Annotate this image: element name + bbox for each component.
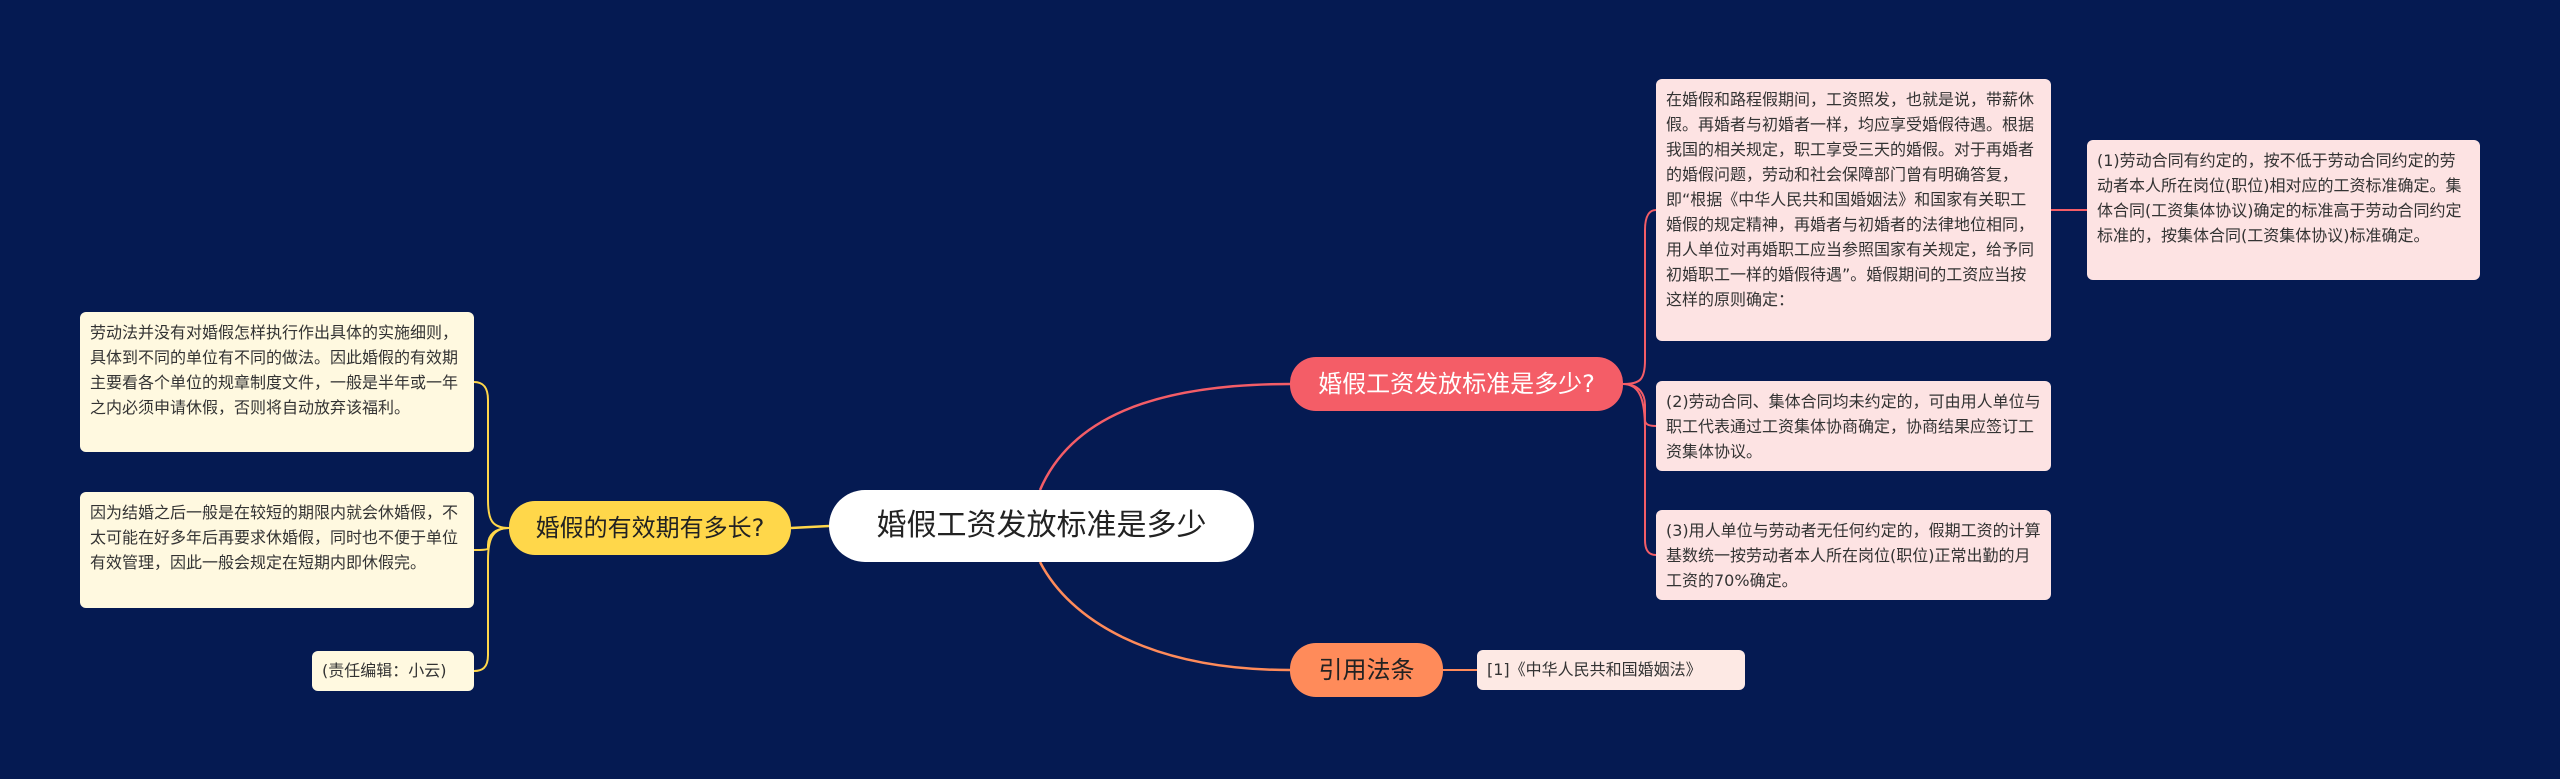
root-topic[interactable]: 婚假工资发放标准是多少: [829, 490, 1254, 562]
branch-standard[interactable]: 婚假工资发放标准是多少?: [1290, 357, 1623, 411]
edge-validity-l3: [473, 527, 510, 672]
editor-credit-card[interactable]: (责任编辑：小云): [312, 651, 474, 691]
edge-standard-r2: [1622, 383, 1657, 427]
edge-standard-bracket: [1622, 209, 1657, 385]
standard-card-intro[interactable]: 在婚假和路程假期间，工资照发，也就是说，带薪休假。再婚者与初婚者一样，均应享受婚…: [1656, 79, 2051, 341]
edge-standard-r3: [1622, 383, 1657, 556]
edge-root-law: [1038, 561, 1291, 672]
standard-card-3[interactable]: (3)用人单位与劳动者无任何约定的，假期工资的计算基数统一按劳动者本人所在岗位(…: [1656, 510, 2051, 600]
validity-card-1[interactable]: 劳动法并没有对婚假怎样执行作出具体的实施细则，具体到不同的单位有不同的做法。因此…: [80, 312, 474, 452]
branch-validity[interactable]: 婚假的有效期有多长?: [509, 501, 791, 555]
law-citation-card[interactable]: [1]《中华人民共和国婚姻法》: [1477, 650, 1745, 690]
validity-card-2[interactable]: 因为结婚之后一般是在较短的期限内就会休婚假，不太可能在好多年后再要求休婚假，同时…: [80, 492, 474, 608]
edge-root-validity: [790, 524, 830, 530]
standard-card-2[interactable]: (2)劳动合同、集体合同均未约定的，可由用人单位与职工代表通过工资集体协商确定，…: [1656, 381, 2051, 471]
edge-root-standard: [1038, 382, 1291, 491]
standard-card-1[interactable]: (1)劳动合同有约定的，按不低于劳动合同约定的劳动者本人所在岗位(职位)相对应的…: [2087, 140, 2480, 280]
edge-validity-l1: [473, 381, 510, 529]
branch-law[interactable]: 引用法条: [1290, 643, 1443, 697]
